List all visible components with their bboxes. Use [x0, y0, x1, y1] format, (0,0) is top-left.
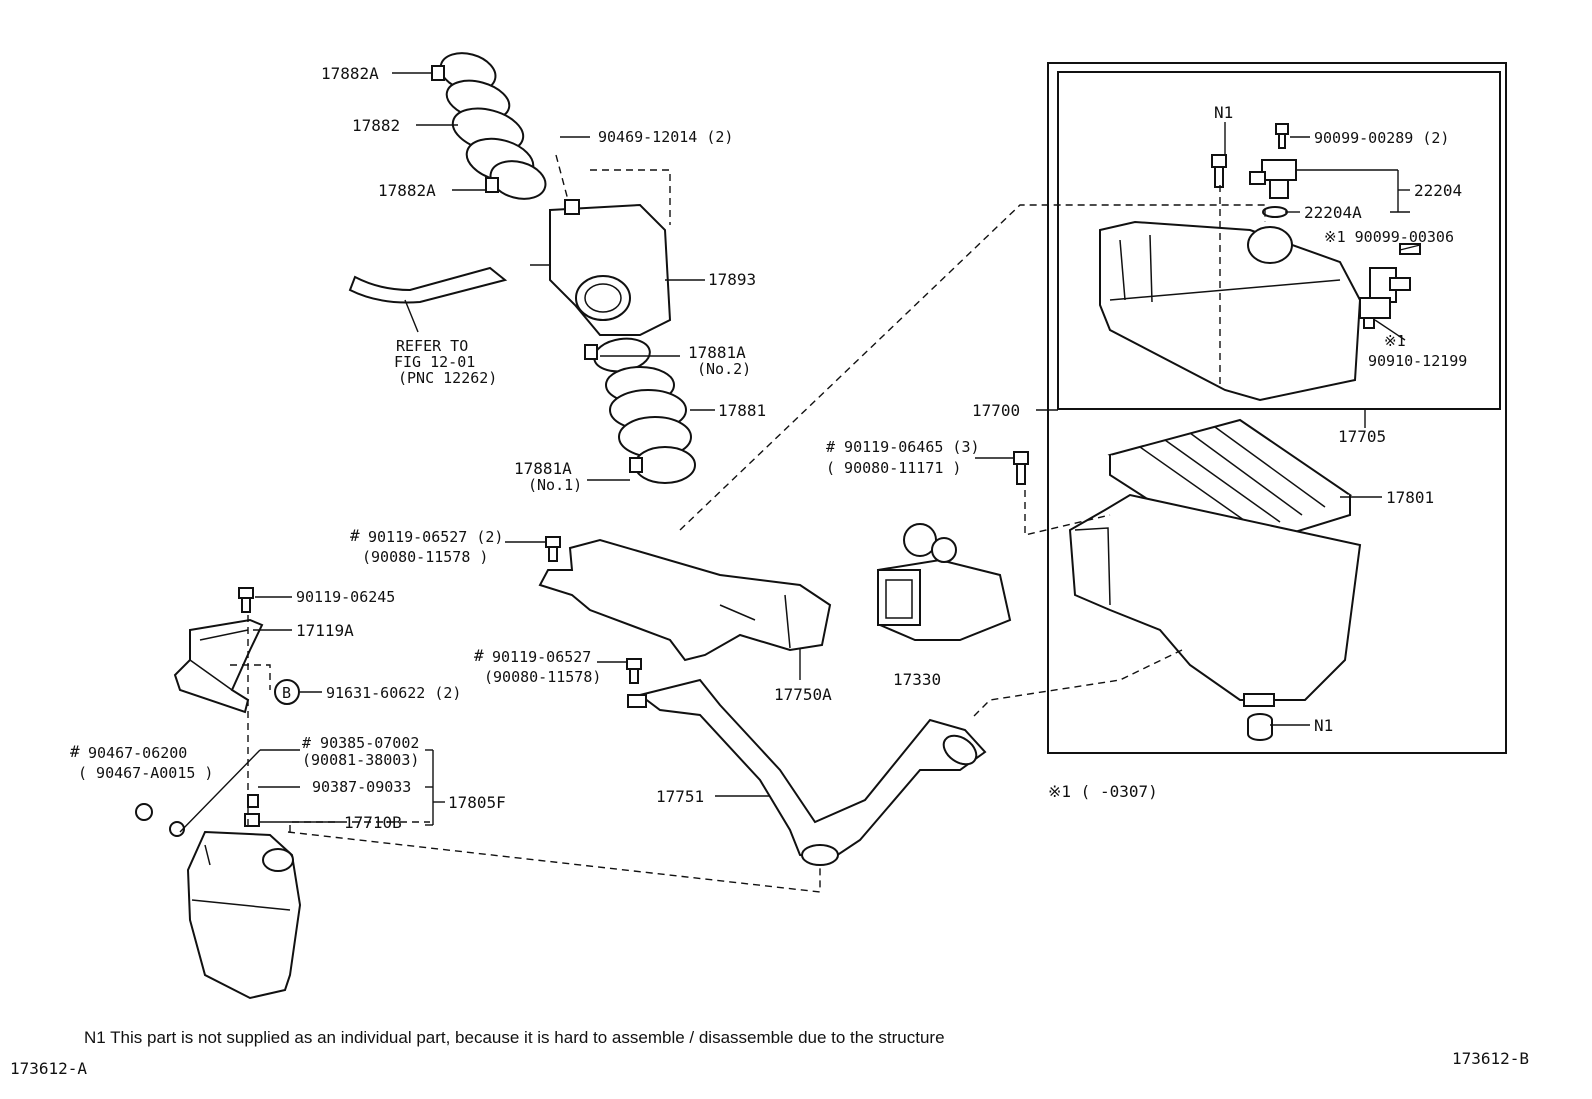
part-17805F-resonator-drawing	[186, 830, 302, 1000]
part-17751-tube-drawing	[627, 678, 987, 866]
part-22204-sensor-drawing	[1249, 159, 1297, 218]
assembly-box-cap	[1057, 71, 1501, 410]
label-s1-note: ※1 ( -0307)	[1048, 782, 1158, 801]
label-90387-09033: 90387-09033	[312, 778, 411, 796]
label-17705: 17705	[1338, 427, 1386, 446]
part-17881-hose-drawing	[584, 337, 696, 484]
label-hash-a: #	[350, 526, 360, 545]
diagram-code-right: 173612-B	[1452, 1049, 1529, 1068]
label-90081-38003: (90081-38003)	[302, 751, 419, 769]
assembly-box-17705	[1047, 62, 1507, 754]
label-17881A-no2: 17881A	[688, 343, 746, 362]
part-17882-hose-drawing	[431, 52, 547, 200]
label-17893: 17893	[708, 270, 756, 289]
label-90469-12014: 90469-12014 (2)	[598, 128, 733, 146]
label-17881A-no1-sub: (No.1)	[528, 476, 582, 494]
label-17805F: 17805F	[448, 793, 506, 812]
label-90080-11171: ( 90080-11171 )	[826, 459, 961, 477]
label-17710B: 17710B	[344, 813, 402, 832]
label-22204A: 22204A	[1304, 203, 1362, 222]
label-90910-12199: 90910-12199	[1368, 352, 1467, 370]
label-90099-00289: 90099-00289 (2)	[1314, 129, 1449, 147]
label-90119-06527-a: 90119-06527 (2)	[368, 528, 503, 546]
part-17750A-duct-drawing	[538, 538, 832, 662]
label-hash-c: #	[70, 742, 80, 761]
part-labels: 17882A 17882 17882A 90469-12014 (2) 1789…	[70, 64, 1467, 832]
n1-grommet-drawing	[1247, 713, 1273, 741]
label-pnc-12262: (PNC 12262)	[398, 369, 497, 387]
label-90080-11578-a: (90080-11578 )	[362, 548, 488, 566]
label-17700: 17700	[972, 401, 1020, 420]
label-90119-06527-b: 90119-06527	[492, 648, 591, 666]
part-90910-valve-drawing	[1359, 243, 1421, 329]
label-17801: 17801	[1386, 488, 1434, 507]
label-s1-mark: ※1	[1384, 332, 1406, 350]
diagram-code-left: 173612-A	[10, 1059, 87, 1078]
label-90080-11578-b: (90080-11578)	[484, 668, 601, 686]
label-91631-60622: 91631-60622 (2)	[326, 684, 461, 702]
label-17881: 17881	[718, 401, 766, 420]
part-17705-cap-drawing	[1099, 220, 1362, 402]
circle-b-marker	[274, 679, 300, 705]
label-17119A: 17119A	[296, 621, 354, 640]
label-17750A: 17750A	[774, 685, 832, 704]
part-17893-connector-drawing	[530, 199, 672, 336]
part-17700-case-drawing	[1068, 493, 1362, 707]
refer-hose-drawing	[348, 266, 508, 304]
label-17882A-top: 17882A	[321, 64, 379, 83]
label-90467-06200: 90467-06200	[88, 744, 187, 762]
label-n1-bottom: N1	[1314, 716, 1333, 735]
label-17882: 17882	[352, 116, 400, 135]
label-90385-07002: # 90385-07002	[302, 734, 419, 752]
label-90099-00306: ※1 90099-00306	[1324, 228, 1454, 246]
label-17330: 17330	[893, 670, 941, 689]
label-17751: 17751	[656, 787, 704, 806]
part-17801-filter-drawing	[1107, 418, 1353, 554]
footnote-n1: N1 This part is not supplied as an indiv…	[84, 1028, 945, 1047]
label-fig-12-01: FIG 12-01	[394, 353, 475, 371]
label-circle-b: B	[282, 684, 291, 702]
label-90467-A0015: ( 90467-A0015 )	[78, 764, 213, 782]
label-n1-top: N1	[1214, 103, 1233, 122]
label-90119-06465: # 90119-06465 (3)	[826, 438, 980, 456]
label-17881A-no1: 17881A	[514, 459, 572, 478]
part-17330-throttle-drawing	[876, 523, 1012, 641]
label-hash-b: #	[474, 646, 484, 665]
label-refer-to: REFER TO	[396, 337, 468, 355]
label-22204: 22204	[1414, 181, 1462, 200]
label-17882A-bottom: 17882A	[378, 181, 436, 200]
label-17881A-no2-sub: (No.2)	[697, 360, 751, 378]
label-90119-06245: 90119-06245	[296, 588, 395, 606]
part-17119A-bracket-drawing	[173, 618, 264, 714]
bolt-drawings	[135, 123, 1289, 837]
leader-lines	[179, 72, 1421, 833]
